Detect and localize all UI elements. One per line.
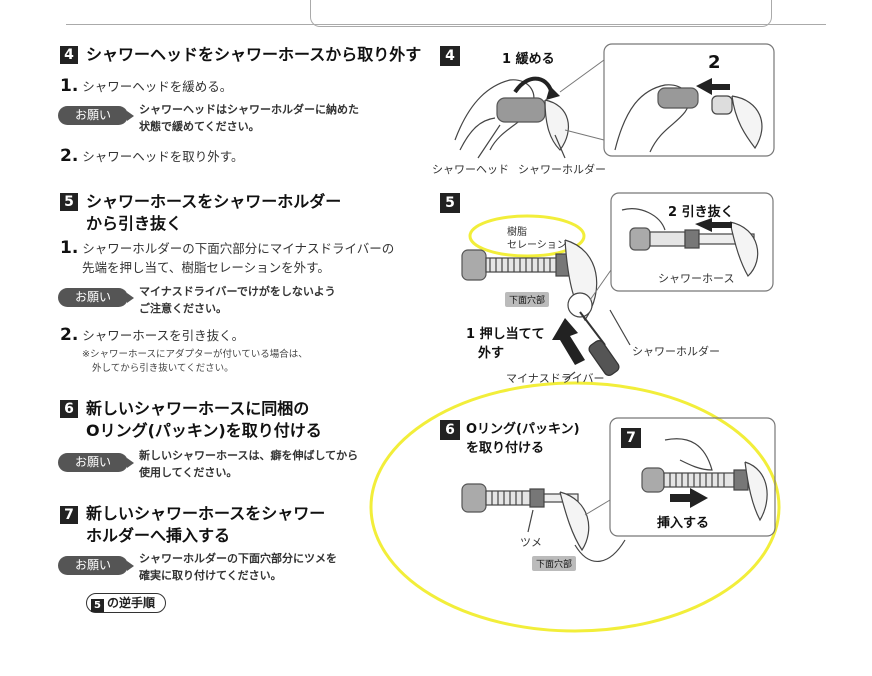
- figure-6-claw-label: ツメ: [520, 536, 542, 549]
- figure-4-inset-drawing: [614, 78, 763, 153]
- item-number: 2.: [60, 146, 79, 166]
- figure-4-step-2-label: 2: [708, 52, 721, 73]
- item-number: 1.: [60, 238, 79, 258]
- step-4-item-2-text: シャワーヘッドを取り外す。: [82, 149, 244, 164]
- reverse-procedure-text: の逆手順: [107, 596, 156, 610]
- figure-4-number: 4: [440, 46, 460, 66]
- step-4-note-line-2: 状態で緩めてください。: [139, 120, 260, 133]
- step-7-title-line-2: ホルダーへ挿入する: [86, 526, 231, 545]
- step-4-item-2: 2.シャワーヘッドを取り外す。: [60, 147, 244, 166]
- step-7-number: 7: [60, 506, 78, 524]
- step-4-number: 4: [60, 46, 78, 64]
- figure-7-inset-drawing: [641, 438, 768, 522]
- step-4-title: シャワーヘッドをシャワーホースから取り外す: [86, 45, 422, 64]
- request-badge: お願い: [58, 556, 134, 575]
- figure-4-inset-frame: [603, 43, 775, 157]
- highlight-ellipse-resin: [468, 214, 586, 258]
- step-6-number: 6: [60, 400, 78, 418]
- figure-5-resin-label-line-2: セレーション: [507, 240, 567, 251]
- figure-5-inset-leader: [589, 269, 612, 301]
- figure-7-insert-label: 挿入する: [657, 516, 710, 531]
- figure-5-push-label-line-2: 外す: [478, 346, 505, 361]
- step-5-note-line-2: ご注意ください。: [139, 302, 227, 315]
- step-5-title-line-1: シャワーホースをシャワーホルダー: [86, 192, 342, 211]
- figure-7-inset-leader: [584, 499, 611, 516]
- figure-4-shower-holder-label: シャワーホルダー: [518, 163, 606, 176]
- item-number: 2.: [60, 325, 79, 345]
- figure-4-drawing: [454, 76, 569, 159]
- top-frame-edge: [66, 0, 826, 25]
- step-5-item-2: 2.シャワーホースを引き抜く。: [60, 326, 244, 345]
- step-5-item-1-text-line-1: シャワーホルダーの下面穴部分にマイナスドライバーの: [82, 241, 395, 256]
- figure-7-inset-frame: [609, 417, 776, 537]
- step-5-number: 5: [60, 193, 78, 211]
- figure-5-bottom-hole-tag: 下面穴部: [505, 292, 550, 307]
- step-4-item-1-text: シャワーヘッドを緩める。: [82, 79, 233, 94]
- top-frame-edge-right: [310, 0, 772, 27]
- figure-7-number: 7: [621, 428, 641, 448]
- step-5-footnote-line-1: ※シャワーホースにアダプターが付いている場合は、: [82, 349, 308, 360]
- step-6-note-line-2: 使用してください。: [139, 466, 238, 479]
- reverse-step-number: 5: [91, 599, 104, 612]
- figure-5-push-label-line-1: 1 押し当てて: [466, 327, 545, 342]
- step-6-title-line-1: 新しいシャワーホースに同梱の: [86, 399, 310, 418]
- step-7-title-line-1: 新しいシャワーホースをシャワー: [86, 504, 326, 523]
- figure-5-driver-label: マイナスドライバー: [506, 372, 605, 385]
- figure-4-inset-leader-2: [564, 129, 605, 141]
- step-5-footnote-line-2: 外してから引き抜いてください。: [92, 363, 234, 374]
- highlight-ellipse-large: [369, 381, 781, 633]
- figure-4-shower-head-label: シャワーヘッド: [432, 163, 509, 176]
- item-number: 1.: [60, 76, 79, 96]
- figure-6-oring-label-line-1: Oリング(パッキン): [466, 422, 580, 437]
- step-5-item-1-text-line-2: 先端を押し当て、樹脂セレーションを外す。: [82, 260, 330, 275]
- request-badge: お願い: [58, 106, 134, 125]
- request-badge: お願い: [58, 288, 134, 307]
- step-4-note-line-1: シャワーヘッドはシャワーホルダーに納めた: [139, 103, 359, 116]
- figure-5-pull-out-label: 2 引き抜く: [668, 205, 734, 220]
- step-7-note-line-1: シャワーホルダーの下面穴部分にツメを: [139, 552, 337, 565]
- figure-5-inset-drawing: [621, 208, 759, 277]
- figure-4-loosen-label: 1 緩める: [502, 52, 555, 67]
- figure-6-drawing: [461, 483, 626, 563]
- figure-5-inset-frame: [610, 192, 774, 292]
- step-4-item-1: 1.シャワーヘッドを緩める。: [60, 77, 232, 96]
- figure-4-inset-leader: [559, 59, 605, 93]
- figure-6-oring-label-line-2: を取り付ける: [466, 441, 545, 456]
- step-5-note-line-1: マイナスドライバーでけがをしないよう: [139, 285, 336, 298]
- step-5-item-2-text: シャワーホースを引き抜く。: [82, 328, 245, 343]
- step-6-note-line-1: 新しいシャワーホースは、癖を伸ばしてから: [139, 449, 359, 462]
- figure-5-resin-label-line-1: 樹脂: [507, 227, 527, 238]
- step-6-title-line-2: Oリング(パッキン)を取り付ける: [86, 421, 322, 440]
- figure-5-holder-label: シャワーホルダー: [632, 345, 720, 358]
- step-5-item-1: 1.シャワーホルダーの下面穴部分にマイナスドライバーの: [60, 239, 394, 258]
- request-badge: お願い: [58, 453, 134, 472]
- step-7-note-line-2: 確実に取り付けてください。: [139, 569, 282, 582]
- figure-6-bottom-hole-tag: 下面穴部: [532, 556, 577, 571]
- figure-5-drawing: [461, 239, 631, 381]
- figure-5-hose-label: シャワーホース: [658, 272, 735, 285]
- step-5-title-line-2: から引き抜く: [86, 214, 183, 233]
- figure-6-number: 6: [440, 420, 460, 440]
- figure-5-number: 5: [440, 193, 460, 213]
